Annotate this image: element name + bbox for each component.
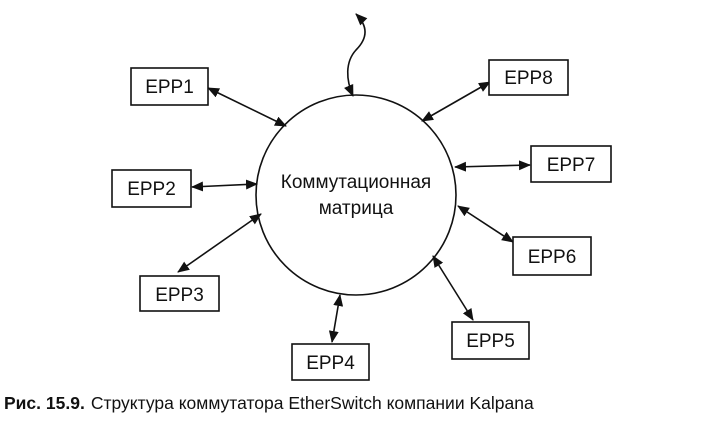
switching-matrix-circle [255, 94, 457, 296]
figure-caption-text: Структура коммутатора EtherSwitch компан… [90, 393, 534, 413]
epp2-node: EPP2 [111, 169, 192, 208]
link-epp6 [457, 205, 514, 243]
epp6-node: EPP6 [512, 236, 592, 276]
link-epp3 [177, 213, 262, 273]
figure-number: Рис. 15.9. [4, 393, 85, 413]
epp2-label: EPP2 [127, 179, 176, 200]
epp8-node: EPP8 [488, 59, 569, 96]
link-epp4 [328, 294, 344, 343]
epp7-label: EPP7 [547, 155, 596, 176]
epp1-label: EPP1 [145, 77, 194, 98]
epp5-label: EPP5 [466, 331, 515, 352]
link-epp2 [191, 179, 258, 192]
epp3-node: EPP3 [139, 275, 220, 312]
epp4-node: EPP4 [291, 343, 370, 381]
epp6-label: EPP6 [528, 247, 577, 268]
epp8-label: EPP8 [504, 68, 553, 89]
matrix-label-line1: Коммутационная [281, 172, 431, 193]
link-epp7 [454, 160, 531, 172]
matrix-label-line2: матрица [319, 198, 394, 219]
uplink-wavy-arrow [344, 13, 368, 97]
figure-caption: Рис. 15.9.Структура коммутатора EtherSwi… [4, 393, 716, 414]
epp4-label: EPP4 [306, 353, 355, 374]
link-epp8 [421, 81, 491, 122]
epp7-node: EPP7 [530, 145, 612, 183]
epp1-node: EPP1 [130, 67, 209, 106]
epp3-label: EPP3 [155, 285, 204, 306]
link-epp1 [207, 87, 287, 127]
epp5-node: EPP5 [451, 321, 530, 360]
link-epp5 [432, 255, 474, 321]
